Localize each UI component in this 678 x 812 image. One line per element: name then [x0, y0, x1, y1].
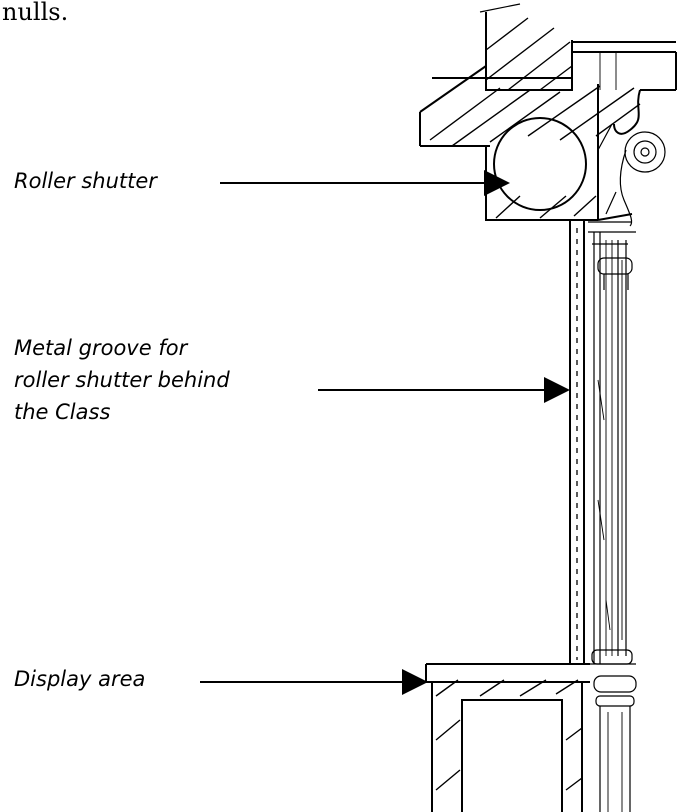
metal-groove-label-line3: the Class: [14, 400, 110, 424]
display-area-arrowhead: [402, 669, 428, 695]
callout-display-area: Display area: [14, 667, 428, 695]
caption-fragment: nulls.: [2, 0, 68, 26]
roller-shutter-roll: [493, 117, 587, 211]
display-plinth: [425, 663, 637, 812]
callout-roller-shutter: Roller shutter: [14, 169, 510, 196]
display-area-label: Display area: [14, 667, 145, 691]
metal-groove-arrowhead: [544, 377, 570, 403]
roller-shutter-arrowhead: [484, 170, 510, 196]
callout-metal-groove: Metal groove for roller shutter behind t…: [14, 336, 570, 424]
shopfront-glazing: [569, 220, 636, 665]
metal-groove-label-line1: Metal groove for: [14, 336, 189, 360]
roller-shutter-box: [485, 84, 633, 221]
roller-shutter-label: Roller shutter: [14, 169, 158, 193]
metal-groove-label-line2: roller shutter behind: [14, 368, 230, 392]
fascia-cornice: [419, 41, 677, 227]
